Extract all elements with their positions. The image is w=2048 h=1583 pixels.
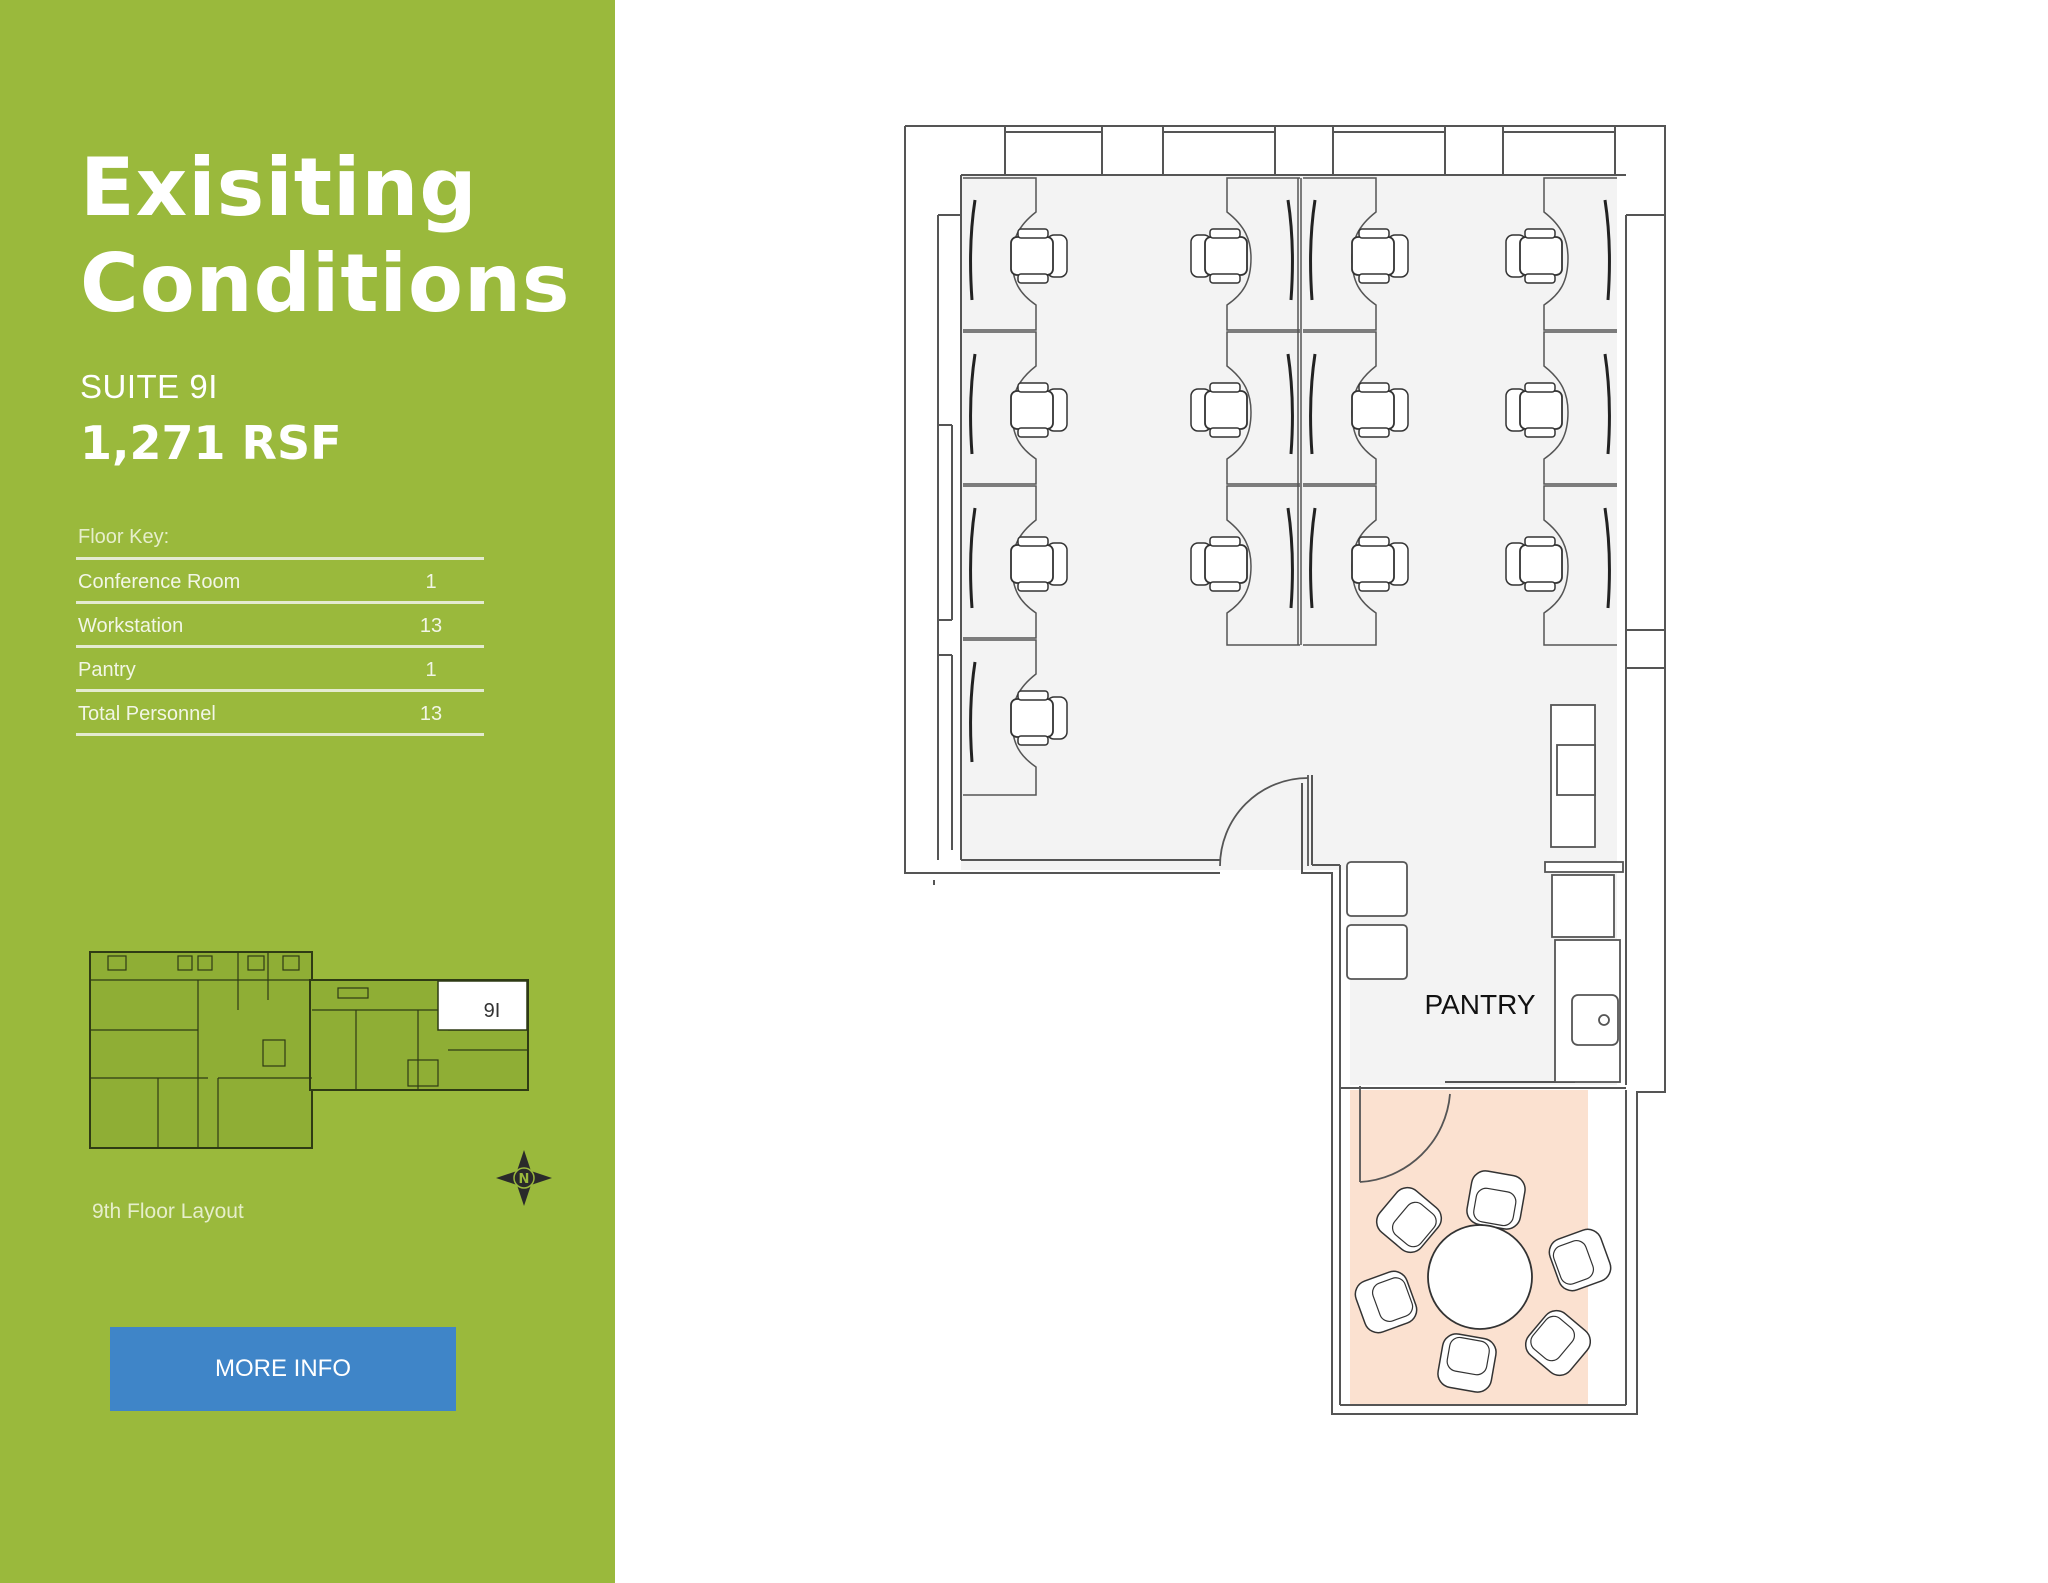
more-info-button[interactable]: MORE INFO [110,1327,456,1411]
floor-key-value: 1 [425,571,437,593]
suite-floorplan: PANTRY [904,125,1666,1415]
walls [904,125,1666,1415]
floor-key-name: Pantry [78,659,136,681]
floor-key-value: 13 [419,703,443,725]
floor-layout-caption: 9th Floor Layout [92,1200,244,1223]
conference-table [1350,1167,1616,1396]
sink-icon [1571,994,1619,1046]
pantry-fixtures [1346,704,1624,1083]
page-title: Exisiting Conditions [80,140,571,332]
floor-key-name: Conference Room [78,571,241,593]
pantry-label: PANTRY [1425,989,1536,1020]
floor-key-row: Pantry 1 [76,645,484,689]
floor-key-name: Total Personnel [78,703,216,725]
compass-letter: N [519,1172,530,1187]
compass-north-icon: N [496,1150,552,1206]
floor-overview-map: 9I [89,951,529,1149]
floor-key-value: 1 [425,659,437,681]
floor-key-row: Workstation 13 [76,601,484,645]
floor-key-row: Conference Room 1 [76,557,484,601]
floor-key-row: Total Personnel 13 [76,689,484,736]
floor-key-value: 13 [419,615,443,637]
mini-map-suite-label: 9I [484,1000,501,1022]
title-line-1: Exisiting [80,141,478,234]
suite-number: SUITE 9I [80,368,218,405]
sidebar-panel: Exisiting Conditions SUITE 9I 1,271 RSF … [0,0,615,1583]
title-line-2: Conditions [80,237,571,330]
door-swings [1219,775,1451,1183]
floor-key-name: Workstation [78,615,184,637]
floor-key-table: Conference Room 1 Workstation 13 Pantry … [76,557,484,736]
desk-edges [969,199,1611,763]
floor-key-label: Floor Key: [78,526,170,548]
suite-area: 1,271 RSF [80,416,342,470]
